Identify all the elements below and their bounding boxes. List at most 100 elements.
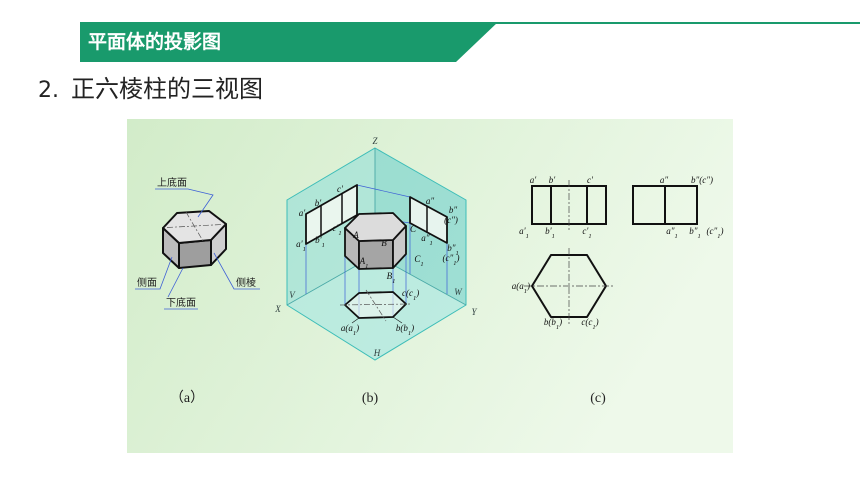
label-side-face: 侧面 — [137, 276, 157, 289]
label-base: (c" — [442, 253, 453, 263]
prism-top-face — [344, 212, 407, 242]
label-subscript: 1 — [698, 233, 701, 240]
label-tail: ) — [355, 323, 359, 333]
label-side-a1: a"1 — [666, 226, 678, 240]
label-side-c1: (c"1) — [706, 226, 723, 240]
label-solid-C1: C1 — [414, 254, 423, 268]
label-top-face: 上底面 — [157, 176, 187, 189]
label-subscript: 1 — [524, 288, 527, 295]
label-tail: ) — [558, 317, 562, 327]
label-base: b" — [689, 226, 698, 236]
figure-c: a' b' c' a'1 b'1 c'1 a" b"(c") a"1 b"1 (… — [512, 175, 724, 406]
label-top-c: c(c1) — [581, 317, 598, 331]
caption-b: (b) — [362, 391, 379, 406]
label-base: a' — [299, 208, 307, 218]
label-base: a' — [530, 175, 538, 185]
label-solid-A: A — [352, 230, 359, 240]
label-subscript: 1 — [408, 330, 411, 337]
leader-top-a — [351, 317, 360, 324]
label-top-a: a(a1) — [512, 281, 530, 295]
label-subscript: 1 — [365, 263, 368, 270]
label-side-a1: a"1 — [421, 233, 433, 247]
label-front-b1: b'1 — [315, 235, 325, 249]
label-side-bc: b"(c") — [691, 175, 713, 185]
leader-top-b — [392, 316, 403, 324]
label-solid-C: C — [410, 224, 417, 234]
section-number: 2. — [38, 78, 59, 103]
label-base: a" — [660, 175, 669, 185]
label-subscript: 1 — [413, 295, 416, 302]
label-front-a1: a'1 — [519, 226, 529, 240]
label-subscript: 1 — [430, 240, 433, 247]
label-subscript: 1 — [675, 233, 678, 240]
leader-side-edge — [213, 252, 260, 290]
label-subscript: 1 — [552, 233, 555, 240]
leader-top-face — [155, 188, 214, 218]
label-front-c1: c'1 — [332, 223, 341, 237]
label-front-b1: b'1 — [545, 226, 555, 240]
label-subscript: 1 — [717, 233, 720, 240]
label-side-a: a" — [660, 175, 669, 185]
label-base: b' — [545, 226, 553, 236]
label-base: b' — [549, 175, 557, 185]
label-base: c(c — [581, 317, 592, 327]
label-subscript: 1 — [592, 324, 595, 331]
label-base: c(c — [402, 288, 413, 298]
label-side-b1: b"1 — [447, 243, 459, 257]
label-side-c: (c") — [444, 215, 458, 225]
axis-label-y: Y — [471, 307, 477, 317]
label-base: b" — [449, 205, 458, 215]
label-front-c1: c'1 — [582, 226, 591, 240]
projection-box-outline — [286, 147, 467, 361]
label-top-b: b(b1) — [544, 317, 562, 331]
label-base: a' — [296, 239, 304, 249]
figure-panel: 上底面 侧面 下底面 侧棱 （a） Z X Y V W H — [127, 119, 733, 453]
label-tail: ) — [415, 288, 419, 298]
label-side-edge: 侧棱 — [236, 276, 256, 289]
label-subscript: 1 — [353, 330, 356, 337]
projector-line — [356, 184, 411, 198]
label-subscript: 1 — [453, 260, 456, 267]
label-top-b: b(b1) — [396, 323, 414, 337]
leader-bottom-face — [167, 267, 184, 298]
label-side-b: b" — [449, 205, 458, 215]
header-title: 平面体的投影图 — [88, 31, 222, 53]
label-base: a" — [421, 233, 430, 243]
section-heading: 2. 正六棱柱的三视图 — [38, 72, 263, 106]
label-base: b' — [315, 235, 323, 245]
label-front-a: a' — [530, 175, 538, 185]
axis-label-x: X — [274, 304, 281, 314]
caption-a: （a） — [170, 390, 204, 406]
figure-b: Z X Y V W H — [274, 136, 477, 406]
label-subscript: 1 — [392, 278, 395, 285]
label-base: c' — [582, 226, 589, 236]
label-top-c: c(c1) — [402, 288, 419, 302]
figure-a: 上底面 侧面 下底面 侧棱 （a） — [135, 176, 260, 406]
section-title: 正六棱柱的三视图 — [71, 75, 263, 103]
side-view-outline — [409, 196, 448, 244]
prism-front-face — [178, 239, 212, 269]
label-base: b" — [447, 243, 456, 253]
label-base: C — [410, 224, 417, 234]
label-base: B — [387, 271, 393, 281]
label-top-a: a(a1) — [341, 323, 359, 337]
label-front-a1: a'1 — [296, 239, 306, 253]
label-base: C — [414, 254, 421, 264]
label-subscript: 1 — [338, 230, 341, 237]
leader-side-face — [135, 256, 173, 290]
label-base: b(b — [396, 323, 408, 333]
header-banner: 平面体的投影图 — [80, 22, 498, 62]
label-front-b: b' — [549, 175, 557, 185]
top-face-centerline — [185, 211, 204, 242]
label-solid-B1: B1 — [387, 271, 396, 285]
label-subscript: 1 — [556, 324, 559, 331]
label-subscript: 1 — [420, 261, 423, 268]
label-base: A — [352, 230, 359, 240]
label-base: a(a — [341, 323, 353, 333]
label-solid-A1: A1 — [359, 256, 369, 270]
label-tail: ) — [456, 253, 460, 263]
plane-label-v: V — [289, 290, 296, 300]
axis-label-z: Z — [372, 136, 378, 146]
label-tail: ) — [720, 226, 724, 236]
